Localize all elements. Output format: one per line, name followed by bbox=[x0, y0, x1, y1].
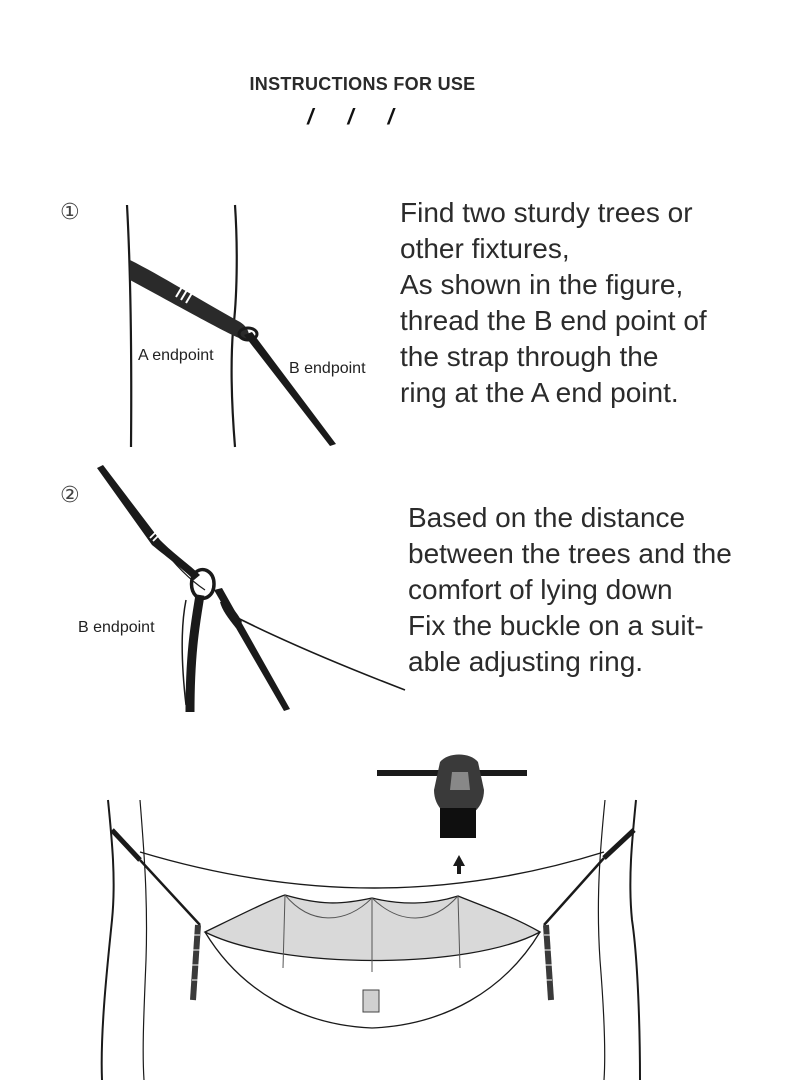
ridge-line bbox=[139, 851, 605, 889]
tree-trunk-left-icon bbox=[125, 204, 133, 448]
step-2-figure bbox=[97, 465, 406, 713]
page-title: INSTRUCTIONS FOR USE bbox=[249, 74, 476, 94]
title-decoration: / / / bbox=[307, 104, 408, 129]
ring-icon bbox=[189, 567, 216, 601]
step-2-label-b: B endpoint bbox=[78, 619, 155, 636]
b-strap-tail bbox=[244, 332, 336, 446]
suspension-line bbox=[225, 611, 406, 691]
strap-icon bbox=[130, 260, 249, 340]
step-1-instruction: Find two sturdy trees or other fixtures,… bbox=[400, 197, 707, 408]
arrow-up-icon bbox=[453, 855, 465, 874]
buckle-detail bbox=[377, 754, 527, 874]
step-1-number: ① bbox=[60, 199, 80, 224]
step-1-label-a: A endpoint bbox=[138, 347, 214, 364]
tree-trunk-right-icon bbox=[629, 799, 641, 1081]
step-1-figure bbox=[125, 204, 336, 448]
strap-icon bbox=[97, 465, 200, 580]
step-1-label-b: B endpoint bbox=[289, 360, 366, 377]
step-2-number: ② bbox=[60, 482, 80, 507]
step-2-instruction: Based on the distance between the trees … bbox=[408, 502, 732, 677]
hammock-figure bbox=[100, 799, 641, 1081]
tree-trunk-left-icon bbox=[100, 799, 115, 1081]
